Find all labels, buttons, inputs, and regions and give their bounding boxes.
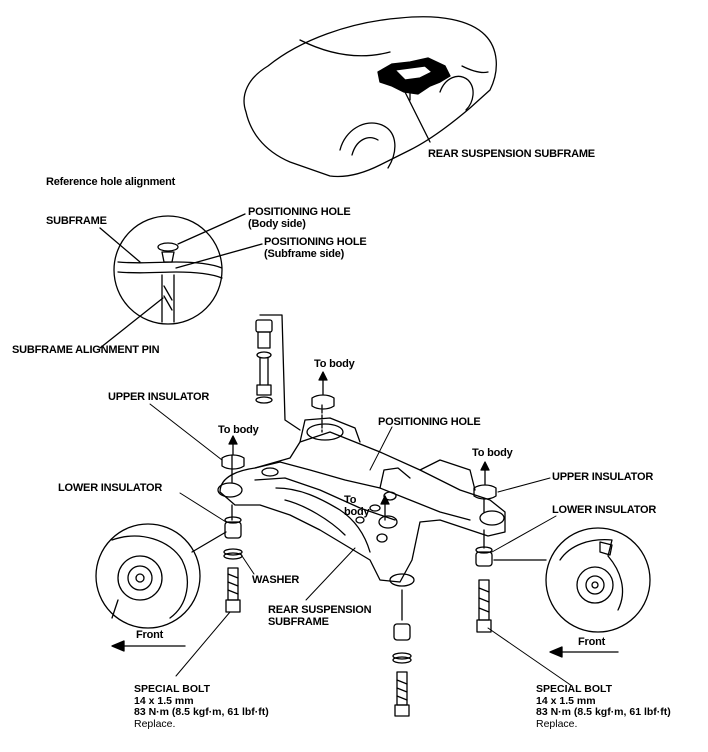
insulator-top <box>311 371 335 410</box>
leader-lines <box>149 403 573 687</box>
insulator-left <box>221 435 245 470</box>
special-bolt-left-block: SPECIAL BOLT 14 x 1.5 mm 83 N·m (8.5 kgf… <box>134 683 269 730</box>
label-lower-insulator-right: LOWER INSULATOR <box>552 504 657 516</box>
label-positioning-hole-main: POSITIONING HOLE <box>378 416 481 428</box>
alignment-line-top <box>259 314 301 431</box>
label-lower-insulator-left: LOWER INSULATOR <box>58 482 163 494</box>
special-bolt-right-torque: 83 N·m (8.5 kgf·m, 61 lbf·ft) <box>536 706 671 718</box>
label-rear-subframe-top: REAR SUSPENSION SUBFRAME <box>428 148 595 160</box>
label-reference-hole-alignment: Reference hole alignment <box>46 176 176 188</box>
special-bolt-right-size: 14 x 1.5 mm <box>536 694 596 707</box>
label-subframe: SUBFRAME <box>46 215 107 227</box>
special-bolt-left-torque: 83 N·m (8.5 kgf·m, 61 lbf·ft) <box>134 706 269 718</box>
bottom-bolt-stack <box>392 623 412 717</box>
insulator-right <box>473 461 497 500</box>
special-bolt-right-note: Replace. <box>536 717 578 730</box>
front-arrow-left <box>111 640 186 652</box>
label-positioning-hole-subframe-sub: (Subframe side) <box>264 248 345 260</box>
label-washer: WASHER <box>252 574 300 586</box>
label-to-body-top: To body <box>314 358 355 370</box>
left-detail-circle <box>95 523 201 629</box>
label-rear-subframe-main-1: REAR SUSPENSION <box>268 604 372 616</box>
label-to-body-center-2: body <box>344 506 370 518</box>
top-bolt-stack <box>255 319 273 404</box>
label-positioning-hole-subframe: POSITIONING HOLE <box>264 236 367 248</box>
label-to-body-left: To body <box>218 424 259 436</box>
car-leader <box>404 91 431 143</box>
label-rear-subframe-main-2: SUBFRAME <box>268 616 329 628</box>
special-bolt-right-title: SPECIAL BOLT <box>536 683 613 695</box>
special-bolt-right-block: SPECIAL BOLT 14 x 1.5 mm 83 N·m (8.5 kgf… <box>536 683 671 730</box>
main-subframe <box>217 417 506 587</box>
special-bolt-left-size: 14 x 1.5 mm <box>134 694 194 707</box>
special-bolt-left-title: SPECIAL BOLT <box>134 683 211 695</box>
car-outline <box>243 16 497 178</box>
right-detail-circle <box>545 527 651 633</box>
car-subframe-highlight <box>377 57 451 95</box>
alignment-magnifier <box>113 215 223 325</box>
label-front-left: Front <box>136 629 164 641</box>
label-upper-insulator-right: UPPER INSULATOR <box>552 471 654 483</box>
right-lower-stack <box>475 546 493 633</box>
label-positioning-hole-body-sub: (Body side) <box>248 218 306 230</box>
label-front-right: Front <box>578 636 606 648</box>
label-to-body-center-1: To <box>344 494 357 506</box>
left-lower-stack <box>223 516 243 613</box>
special-bolt-left-note: Replace. <box>134 717 176 730</box>
insulator-center <box>380 495 390 521</box>
label-subframe-alignment-pin: SUBFRAME ALIGNMENT PIN <box>12 344 160 356</box>
label-to-body-right: To body <box>472 447 513 459</box>
front-arrow-right <box>549 646 619 658</box>
label-upper-insulator-left: UPPER INSULATOR <box>108 391 210 403</box>
label-positioning-hole-body: POSITIONING HOLE <box>248 206 351 218</box>
